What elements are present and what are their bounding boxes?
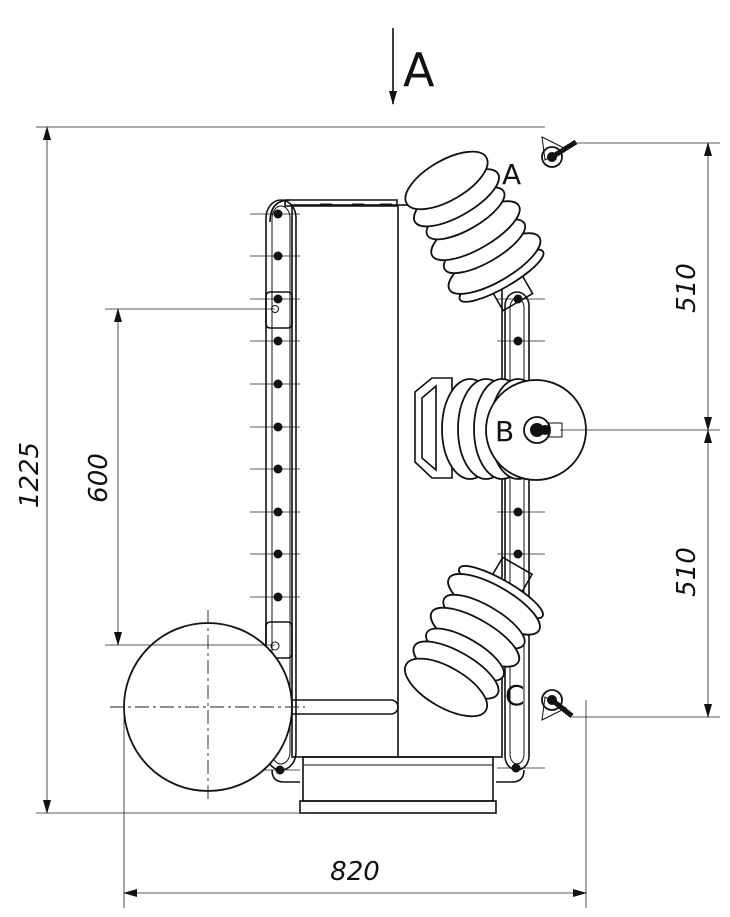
insulator-c: [404, 556, 544, 718]
terminal-b: [523, 416, 563, 444]
left-flange-bolts: [250, 209, 300, 775]
dim-overall-height: [36, 126, 545, 814]
insulator-a: [404, 150, 545, 312]
dim-phase-spacing-lower-label: 510: [672, 547, 702, 597]
view-label: A: [403, 43, 435, 97]
phase-label-a: A: [502, 158, 521, 191]
tank-body: [265, 199, 530, 814]
terminal-c: [541, 689, 574, 721]
dim-overall-width-label: 820: [330, 857, 380, 887]
round-tank: [110, 610, 305, 800]
dim-overall-height-label: 1225: [15, 442, 45, 508]
dim-phase-spacing: [560, 142, 720, 718]
dim-phase-spacing-upper-label: 510: [672, 263, 702, 313]
right-flange-bolts: [497, 294, 545, 773]
dim-overall-width: [123, 700, 587, 908]
dim-bracket-spacing: [105, 308, 275, 646]
terminal-a: [541, 136, 578, 168]
phase-label-b: B: [495, 415, 514, 448]
dim-bracket-spacing-label: 600: [84, 453, 114, 503]
phase-label-c: C: [505, 679, 525, 712]
